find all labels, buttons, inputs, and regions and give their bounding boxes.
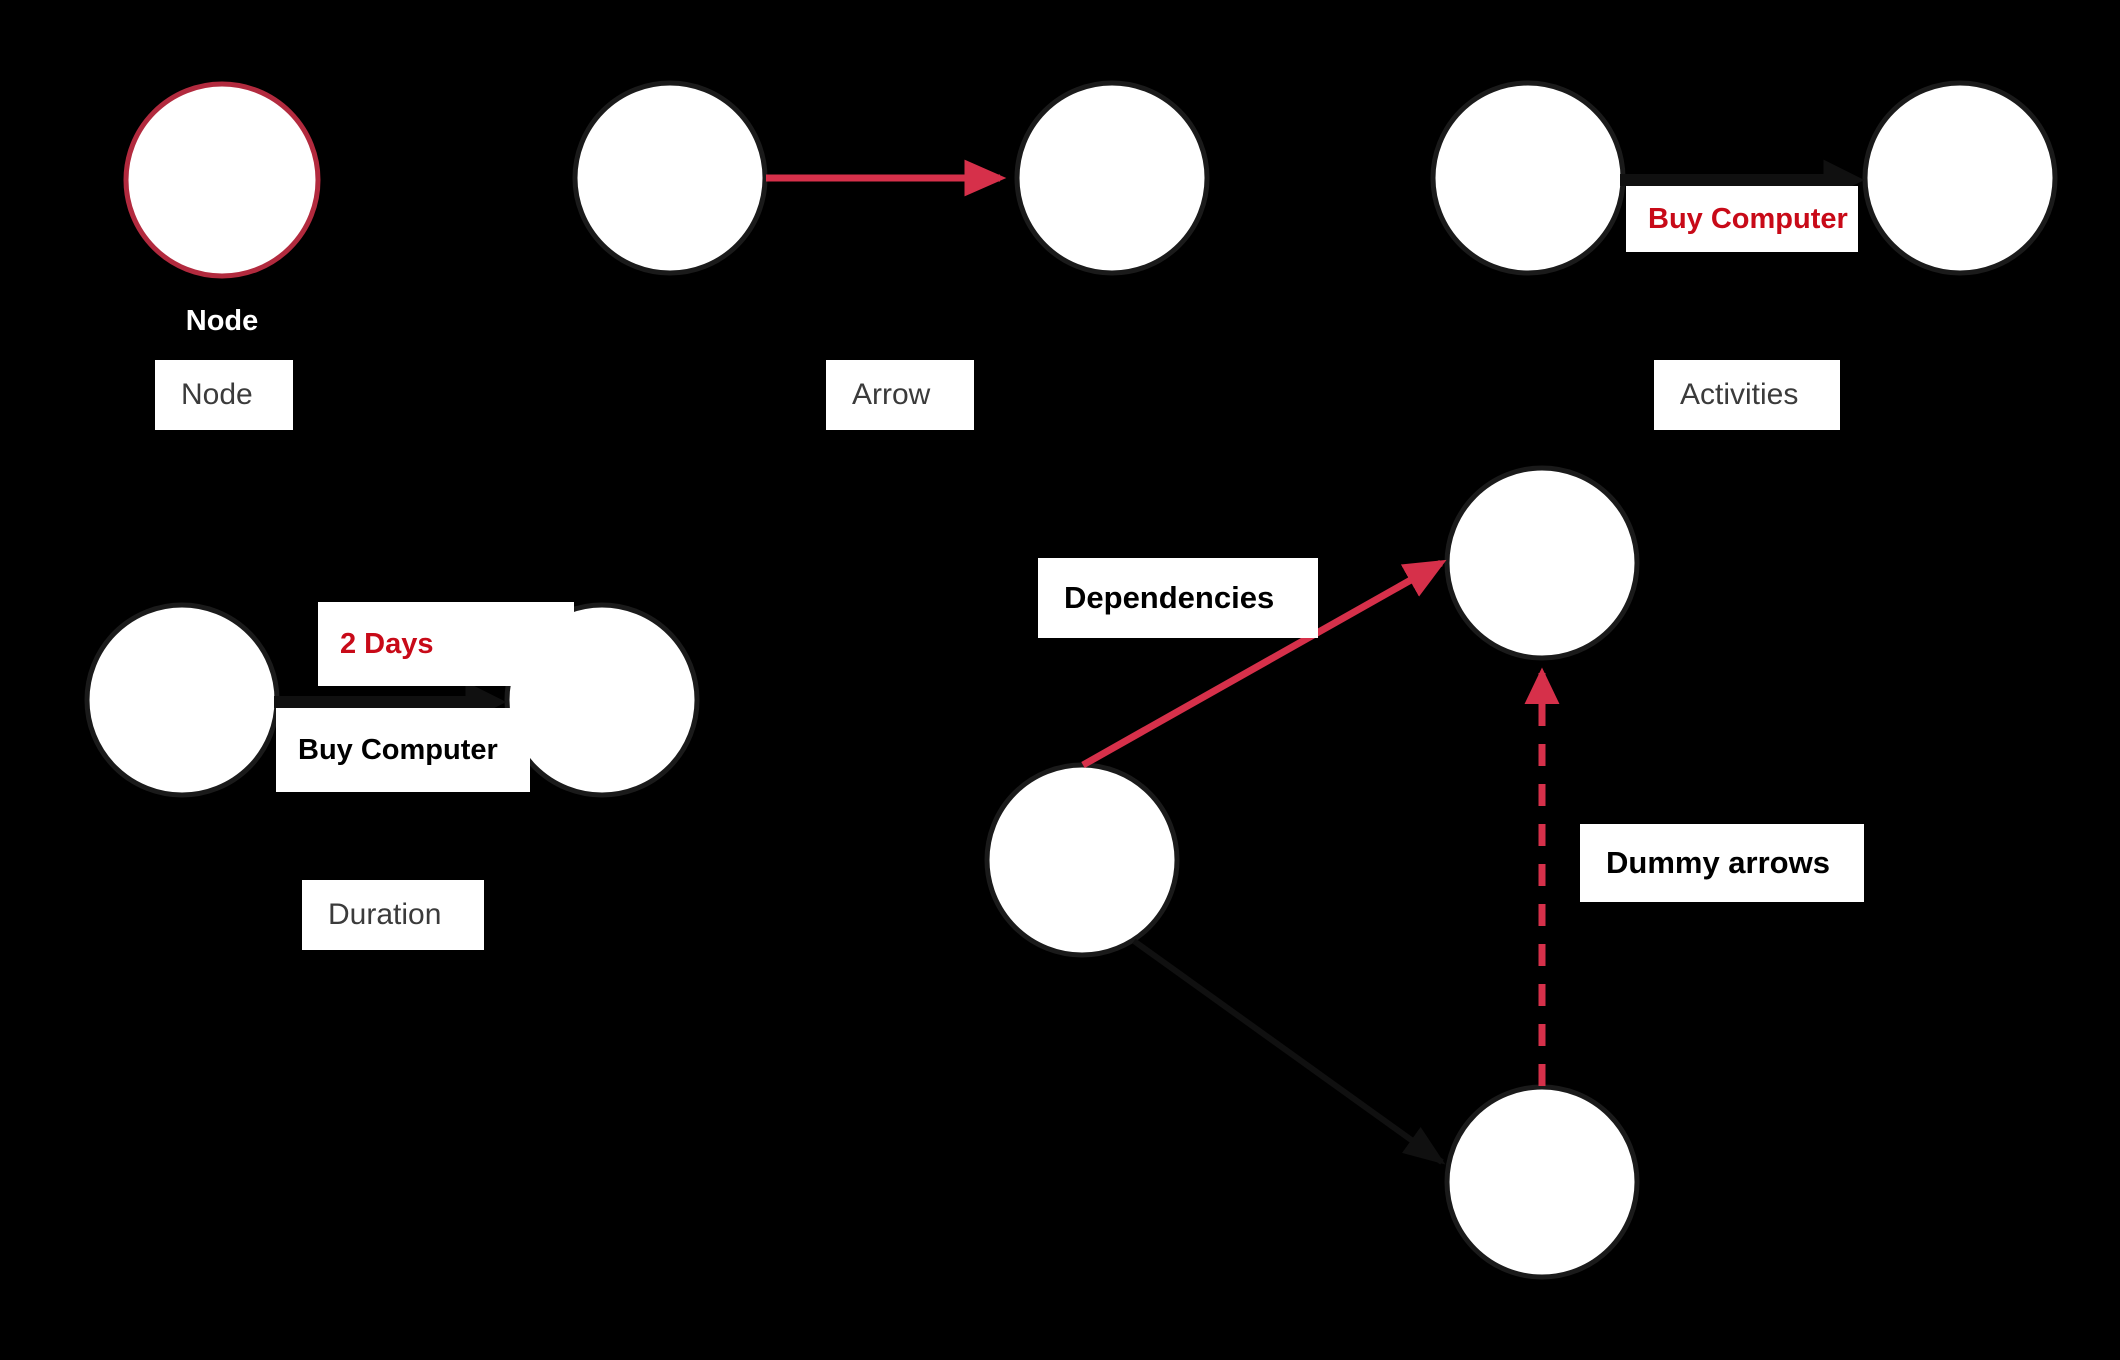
- dependency-arrow-red: [1081, 559, 1447, 769]
- duration-edge-label[interactable]: 2 Days: [318, 602, 574, 686]
- legend-label-node: Node: [181, 378, 253, 411]
- legend-box-activities[interactable]: Activities: [1654, 360, 1840, 430]
- duration-activity-label-text: Buy Computer: [298, 733, 498, 766]
- dependency-bottom-circle: [1444, 1084, 1640, 1280]
- dependency-top-circle: [1444, 465, 1640, 661]
- legend-label-activities: Activities: [1680, 378, 1799, 411]
- legend-label-arrow: Arrow: [852, 378, 931, 411]
- legend-label-dependencies: Dependencies: [1064, 580, 1275, 615]
- activity-edge-label[interactable]: Buy Computer: [1626, 186, 1858, 252]
- legend-box-arrow[interactable]: Arrow: [826, 360, 974, 430]
- legend-label-dummy-arrows: Dummy arrows: [1606, 845, 1830, 880]
- node-example-circle: [123, 81, 321, 279]
- arrow-target-circle: [1014, 80, 1210, 276]
- duration-source-circle: [84, 602, 280, 798]
- legend-box-node[interactable]: Node: [155, 360, 293, 430]
- activity-source-circle: [1430, 80, 1626, 276]
- arrow-source-circle: [572, 80, 768, 276]
- legend-box-dependencies[interactable]: Dependencies: [1038, 558, 1318, 638]
- activity-target-circle: [1862, 80, 2058, 276]
- dependency-left-circle: [984, 762, 1180, 958]
- activity-edge-label-text: Buy Computer: [1648, 202, 1848, 235]
- legend-label-duration: Duration: [328, 898, 442, 931]
- legend-box-duration[interactable]: Duration: [302, 880, 484, 950]
- duration-activity-label[interactable]: Buy Computer: [276, 708, 530, 792]
- node-caption: Node: [185, 305, 259, 337]
- legend-box-dummy-arrows[interactable]: Dummy arrows: [1580, 824, 1864, 902]
- dependency-arrow-black: [1132, 938, 1446, 1165]
- duration-edge-label-text: 2 Days: [340, 627, 434, 660]
